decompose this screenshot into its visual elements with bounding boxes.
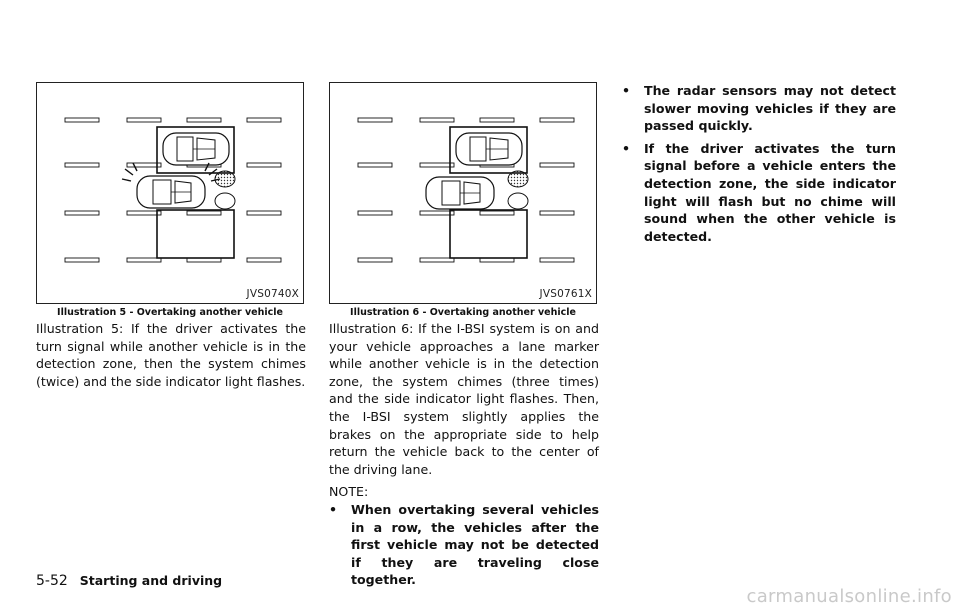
figure-code: JVS0740X [246, 288, 299, 300]
note-bullet-list: • The radar sensors may not detect slowe… [622, 82, 896, 245]
lane-marker-dash [419, 210, 455, 216]
lane-marker-dash [64, 162, 100, 168]
note-bullet-list: • When overtaking several vehicles in a … [329, 501, 599, 589]
figure-caption: Illustration 6 - Overtaking another vehi… [350, 307, 576, 318]
list-item: • If the driver activates the turn signa… [622, 140, 896, 246]
lane-marker-dash [186, 117, 222, 123]
lane-marker-dash [64, 117, 100, 123]
lane-marker-dash [64, 257, 100, 263]
side-indicator-light [507, 192, 529, 210]
side-indicator-light-lit [214, 170, 236, 188]
lane-marker-dash [246, 162, 282, 168]
watermark: carmanualsonline.info [746, 586, 952, 607]
bullet-icon: • [622, 140, 631, 156]
own-vehicle [136, 175, 206, 209]
lane-marker-dash [246, 257, 282, 263]
list-item: • When overtaking several vehicles in a … [329, 501, 599, 589]
lane-marker-dash [186, 210, 222, 216]
list-item-text: When overtaking several vehicles in a ro… [351, 501, 599, 588]
column-3: • The radar sensors may not detect slowe… [622, 82, 896, 250]
lane-marker-dash [126, 162, 162, 168]
lane-marker-dash [539, 117, 575, 123]
lane-marker-dash [64, 210, 100, 216]
column-2: Illustration 6: If the I-BSI system is o… [329, 320, 599, 594]
other-vehicle [162, 132, 230, 166]
lane-marker-dash [357, 162, 393, 168]
lane-marker-dash [419, 162, 455, 168]
detection-zone-upper [156, 126, 235, 174]
page-number: 5-52 [36, 573, 68, 589]
body-paragraph: Illustration 5: If the driver activates … [36, 321, 306, 389]
list-item: • The radar sensors may not detect slowe… [622, 82, 896, 135]
side-indicator-light-lit [507, 170, 529, 188]
illustration-5: JVS0740X [36, 82, 304, 304]
lane-marker-dash [539, 210, 575, 216]
page-footer: 5-52 Starting and driving [36, 573, 222, 589]
illustration-6-drawing [357, 117, 575, 263]
detection-zone-upper [449, 126, 528, 174]
figure-caption: Illustration 5 - Overtaking another vehi… [57, 307, 283, 318]
detection-zone-lower [449, 209, 528, 259]
lane-marker-dash [126, 257, 162, 263]
column-1: Illustration 5: If the driver activates … [36, 320, 306, 390]
lane-marker-dash [357, 117, 393, 123]
lane-marker-dash [357, 210, 393, 216]
lane-marker-dash [419, 117, 455, 123]
figure-code: JVS0761X [539, 288, 592, 300]
illustration-6: JVS0761X [329, 82, 597, 304]
lane-marker-dash [126, 117, 162, 123]
list-item-text: The radar sensors may not detect slower … [644, 83, 896, 134]
lane-marker-dash [357, 257, 393, 263]
detection-zone-lower [156, 209, 235, 259]
lane-marker-dash [246, 117, 282, 123]
lane-marker-dash [479, 117, 515, 123]
illustration-5-drawing [64, 117, 282, 263]
lane-marker-dash [246, 210, 282, 216]
lane-marker-dash [539, 162, 575, 168]
lane-marker-dash [479, 210, 515, 216]
list-item-text: If the driver activates the turn signal … [644, 140, 896, 244]
body-paragraph: Illustration 6: If the I-BSI system is o… [329, 321, 599, 477]
side-indicator-light [214, 192, 236, 210]
other-vehicle [455, 132, 523, 166]
lane-marker-dash [539, 257, 575, 263]
lane-marker-dash [419, 257, 455, 263]
section-title: Starting and driving [79, 573, 223, 588]
turn-signal-flash-rear [121, 162, 138, 182]
bullet-icon: • [622, 83, 631, 98]
own-vehicle [425, 176, 495, 210]
bullet-icon: • [329, 501, 338, 517]
lane-marker-dash [126, 210, 162, 216]
note-label: NOTE: [329, 484, 369, 500]
